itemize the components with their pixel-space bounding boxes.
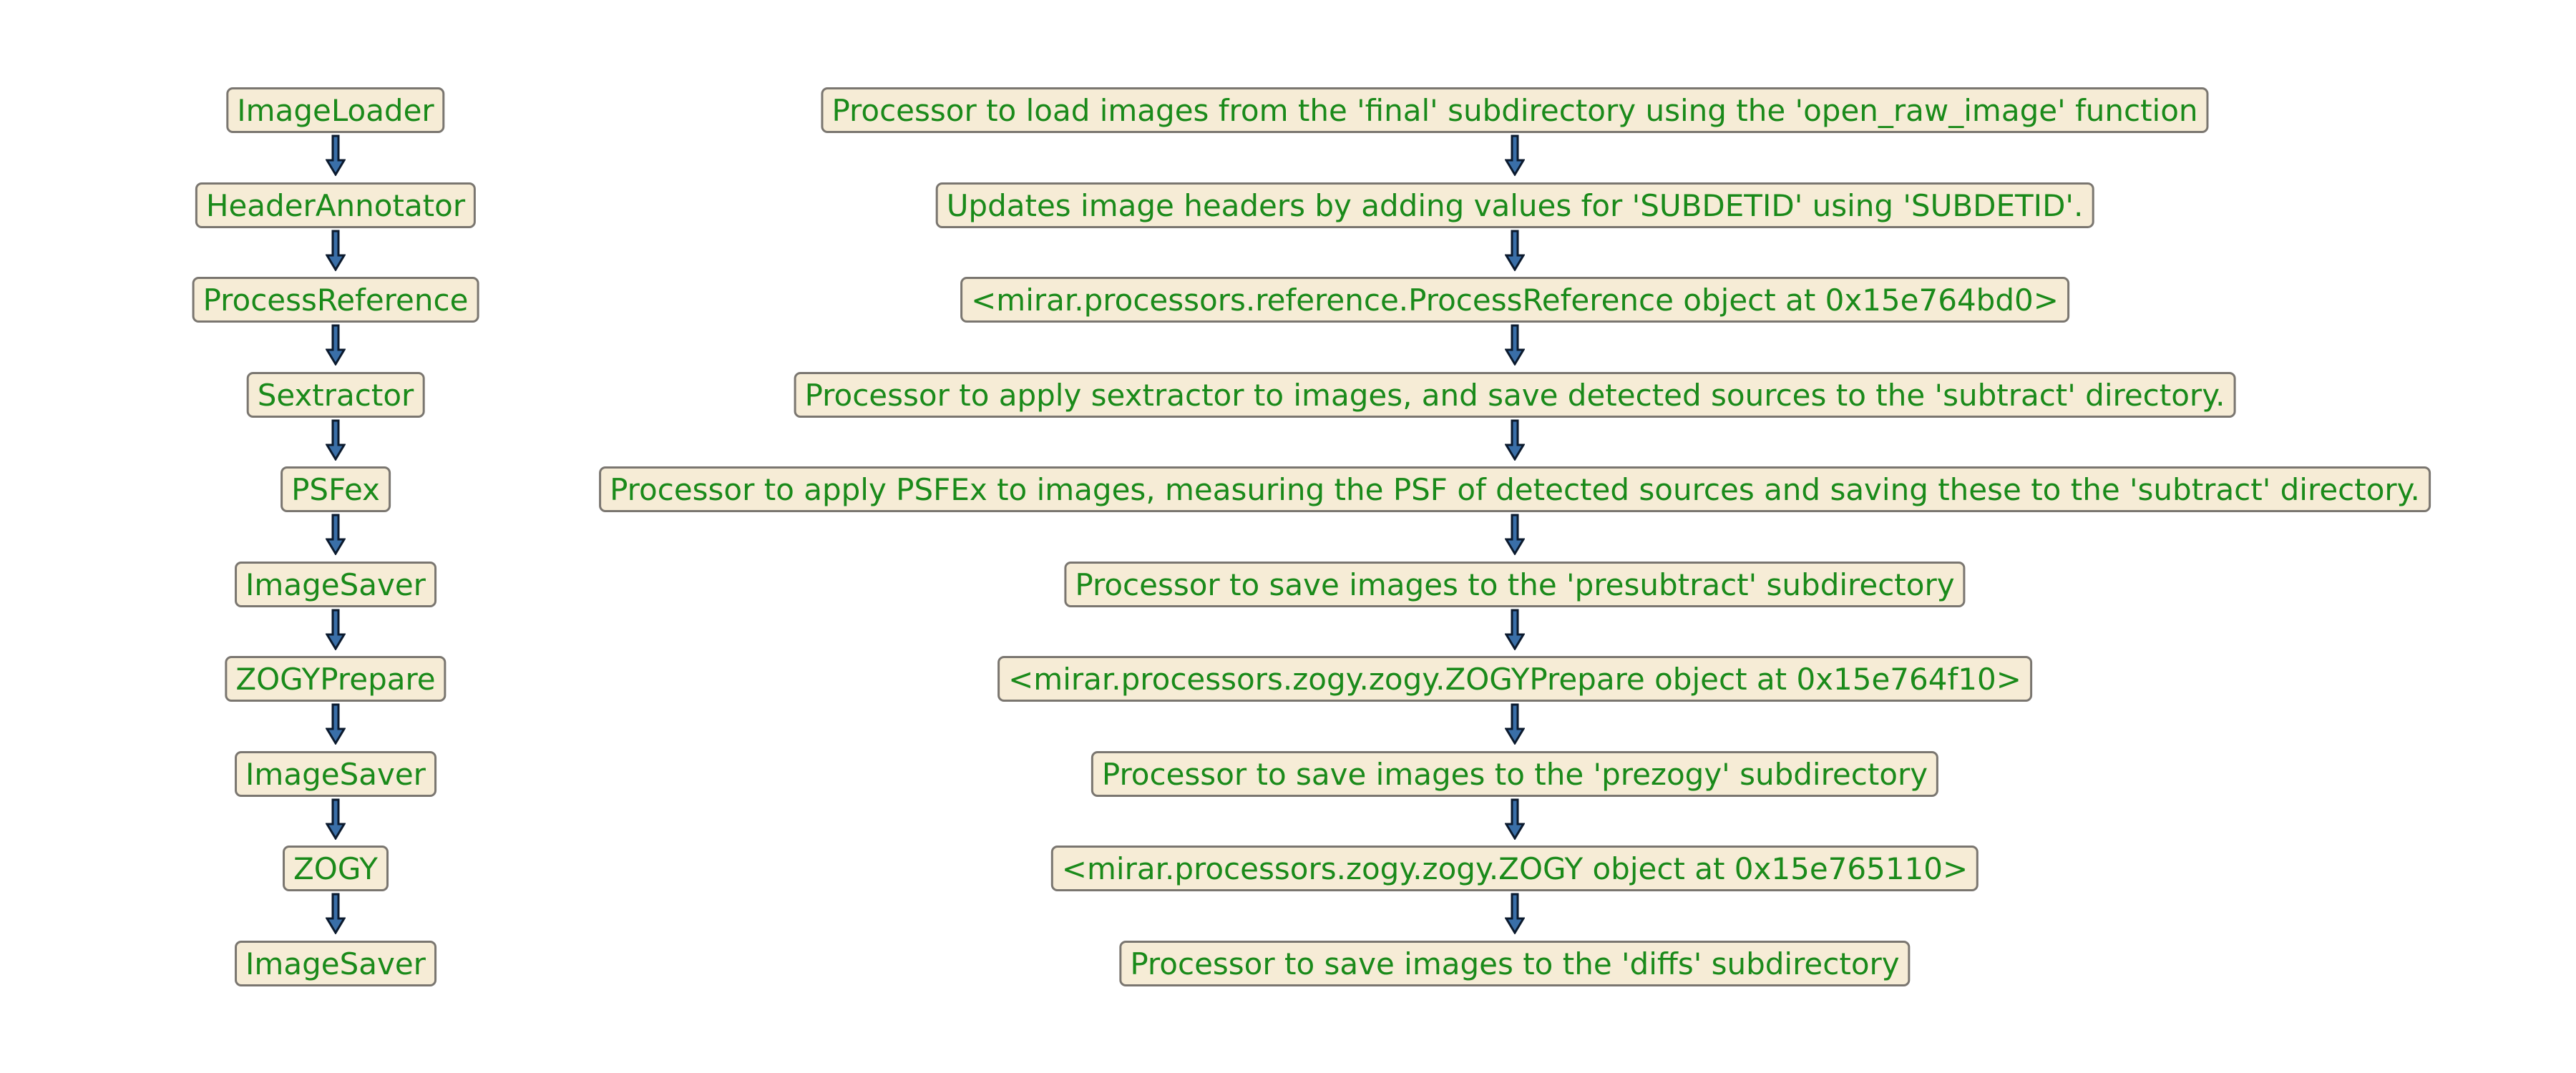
description-node: Processor to apply PSFEx to images, meas…: [599, 466, 2431, 512]
flow-arrow-icon: [326, 607, 346, 650]
flow-arrow-icon: [326, 133, 346, 176]
flow-arrow-icon: [326, 512, 346, 555]
flow-arrow-icon: [1505, 418, 1525, 461]
processor-node: Sextractor: [246, 371, 425, 418]
flow-arrow-icon: [326, 702, 346, 745]
flow-arrow-icon: [326, 323, 346, 366]
flow-arrow-icon: [326, 891, 346, 934]
processor-node: ZOGYPrepare: [225, 656, 447, 702]
description-node: <mirar.processors.zogy.zogy.ZOGYPrepare …: [997, 656, 2032, 702]
flow-arrow-icon: [1505, 702, 1525, 745]
processor-node: ImageSaver: [235, 561, 436, 607]
flow-arrow-icon: [1505, 133, 1525, 176]
processor-node: ImageLoader: [226, 87, 445, 133]
flow-arrow-icon: [1505, 323, 1525, 366]
description-node: Processor to apply sextractor to images,…: [794, 371, 2236, 418]
flow-arrow-icon: [1505, 797, 1525, 840]
processor-node: ProcessReference: [192, 277, 479, 323]
processor-node: HeaderAnnotator: [195, 182, 477, 228]
description-node: Processor to save images to the 'presubt…: [1064, 561, 1966, 607]
description-node: Processor to save images to the 'prezogy…: [1091, 750, 1939, 797]
description-node: <mirar.processors.zogy.zogy.ZOGY object …: [1050, 846, 1979, 891]
flow-arrow-icon: [1505, 607, 1525, 650]
flow-arrow-icon: [326, 797, 346, 840]
processor-node: PSFex: [280, 466, 391, 512]
processor-node: ZOGY: [283, 846, 389, 891]
flow-arrow-icon: [1505, 228, 1525, 271]
flow-arrow-icon: [1505, 512, 1525, 555]
description-node: <mirar.processors.reference.ProcessRefer…: [960, 277, 2069, 323]
flow-arrow-icon: [326, 228, 346, 271]
processor-node: ImageSaver: [235, 750, 436, 797]
flow-arrow-icon: [1505, 891, 1525, 934]
processor-node: ImageSaver: [235, 940, 436, 986]
description-node: Processor to load images from the 'final…: [821, 87, 2209, 133]
description-node: Processor to save images to the 'diffs' …: [1119, 940, 1911, 986]
description-node: Updates image headers by adding values f…: [935, 182, 2094, 228]
flow-arrow-icon: [326, 418, 346, 461]
